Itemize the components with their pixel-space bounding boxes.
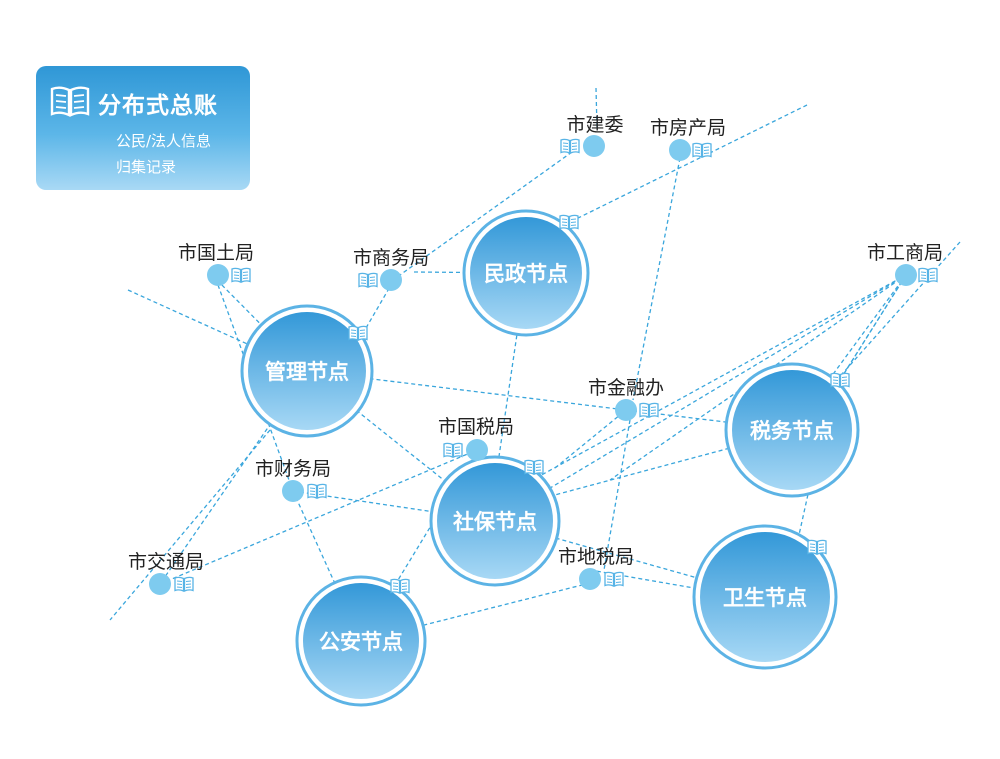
main-node-label: 公安节点 xyxy=(319,630,403,654)
legend-title: 分布式总账 xyxy=(98,93,218,119)
sub-node-label: 市商务局 xyxy=(353,247,429,269)
ledger-book-icon xyxy=(358,272,378,288)
ledger-book-icon xyxy=(830,372,850,388)
sub-node-label: 市交通局 xyxy=(128,551,204,573)
main-node-shebao: 社保节点 xyxy=(429,455,561,587)
sub-node-dot xyxy=(895,264,917,286)
sub-node-dot xyxy=(615,399,637,421)
ledger-book-icon xyxy=(348,325,368,341)
ledger-book-icon xyxy=(692,142,712,158)
main-node-disc xyxy=(470,217,582,329)
ledger-book-icon xyxy=(639,402,659,418)
main-node-label: 管理节点 xyxy=(265,360,349,384)
ledger-book-icon xyxy=(918,267,938,283)
ledger-book-icon xyxy=(307,483,327,499)
sub-node-guoshui: 市国税局 xyxy=(438,416,514,461)
connection-line xyxy=(392,151,573,281)
main-node-disc xyxy=(303,583,419,699)
main-node-disc xyxy=(437,463,553,579)
connection-line xyxy=(159,449,478,585)
sub-node-label: 市金融办 xyxy=(588,377,664,399)
connection-line xyxy=(554,409,627,469)
main-node-disc xyxy=(248,312,366,430)
ledger-book-icon xyxy=(50,86,90,117)
main-node-disc xyxy=(700,532,830,662)
main-node-label: 民政节点 xyxy=(484,262,568,286)
main-node-label: 卫生节点 xyxy=(723,586,807,610)
sub-node-dot xyxy=(466,439,488,461)
sub-node-label: 市建委 xyxy=(566,114,623,136)
sub-node-jiaotong: 市交通局 xyxy=(128,551,204,595)
connection-line xyxy=(569,104,808,223)
sub-node-dot xyxy=(207,264,229,286)
connection-line xyxy=(535,439,761,501)
ledger-book-icon xyxy=(807,539,827,555)
sub-node-dot xyxy=(583,135,605,157)
sub-node-label: 市地税局 xyxy=(558,546,634,568)
legend-box: 分布式总账 公民/法人信息 归集记录 xyxy=(36,66,250,190)
ledger-book-icon xyxy=(174,576,194,592)
main-node-label: 社保节点 xyxy=(452,510,537,534)
main-node-weisheng: 卫生节点 xyxy=(692,524,838,670)
ledger-book-icon xyxy=(524,459,544,475)
connection-line xyxy=(794,439,821,554)
sub-node-dot xyxy=(579,568,601,590)
ledger-book-icon xyxy=(390,578,410,594)
legend-description-line-2: 归集记录 xyxy=(116,158,177,176)
sub-node-label: 市房产局 xyxy=(650,117,726,139)
sub-node-label: 市工商局 xyxy=(867,242,943,264)
main-node-label: 税务节点 xyxy=(750,419,834,443)
sub-node-label: 市国土局 xyxy=(178,242,254,264)
sub-node-dot xyxy=(669,139,691,161)
ledger-book-icon xyxy=(231,267,251,283)
connection-line xyxy=(306,370,627,411)
main-node-guanli: 管理节点 xyxy=(240,304,374,438)
main-node-disc xyxy=(732,370,852,490)
sub-node-dot xyxy=(380,269,402,291)
sub-node-dishui: 市地税局 xyxy=(558,546,634,590)
sub-node-label: 市国税局 xyxy=(438,416,514,438)
connection-line xyxy=(217,284,294,492)
connection-line xyxy=(494,274,907,522)
main-node-minzheng: 民政节点 xyxy=(462,209,590,337)
sub-node-dot xyxy=(149,573,171,595)
ledger-book-icon xyxy=(443,442,463,458)
connection-line xyxy=(535,274,907,479)
sub-node-label: 市财务局 xyxy=(255,458,331,480)
ledger-book-icon xyxy=(560,138,580,154)
connection-line xyxy=(306,370,496,522)
connection-line xyxy=(109,429,271,621)
sub-node-shangwu: 市商务局 xyxy=(353,247,429,291)
sub-node-fangchan: 市房产局 xyxy=(650,117,726,161)
sub-node-jinrong: 市金融办 xyxy=(588,377,664,421)
connection-line xyxy=(632,157,681,401)
ledger-book-icon xyxy=(604,571,624,587)
main-node-shuiwu: 税务节点 xyxy=(724,362,860,498)
sub-node-guotu: 市国土局 xyxy=(178,242,254,286)
ledger-book-icon xyxy=(559,214,579,230)
sub-node-dot xyxy=(282,480,304,502)
connection-line xyxy=(496,272,527,471)
main-node-gongan: 公安节点 xyxy=(295,575,427,707)
legend-description-line-1: 公民/法人信息 xyxy=(116,132,212,150)
sub-node-gongshang: 市工商局 xyxy=(867,242,943,286)
sub-node-caiwu: 市财务局 xyxy=(255,458,331,502)
connection-line xyxy=(603,419,631,571)
sub-node-jianwei: 市建委 xyxy=(560,114,624,157)
